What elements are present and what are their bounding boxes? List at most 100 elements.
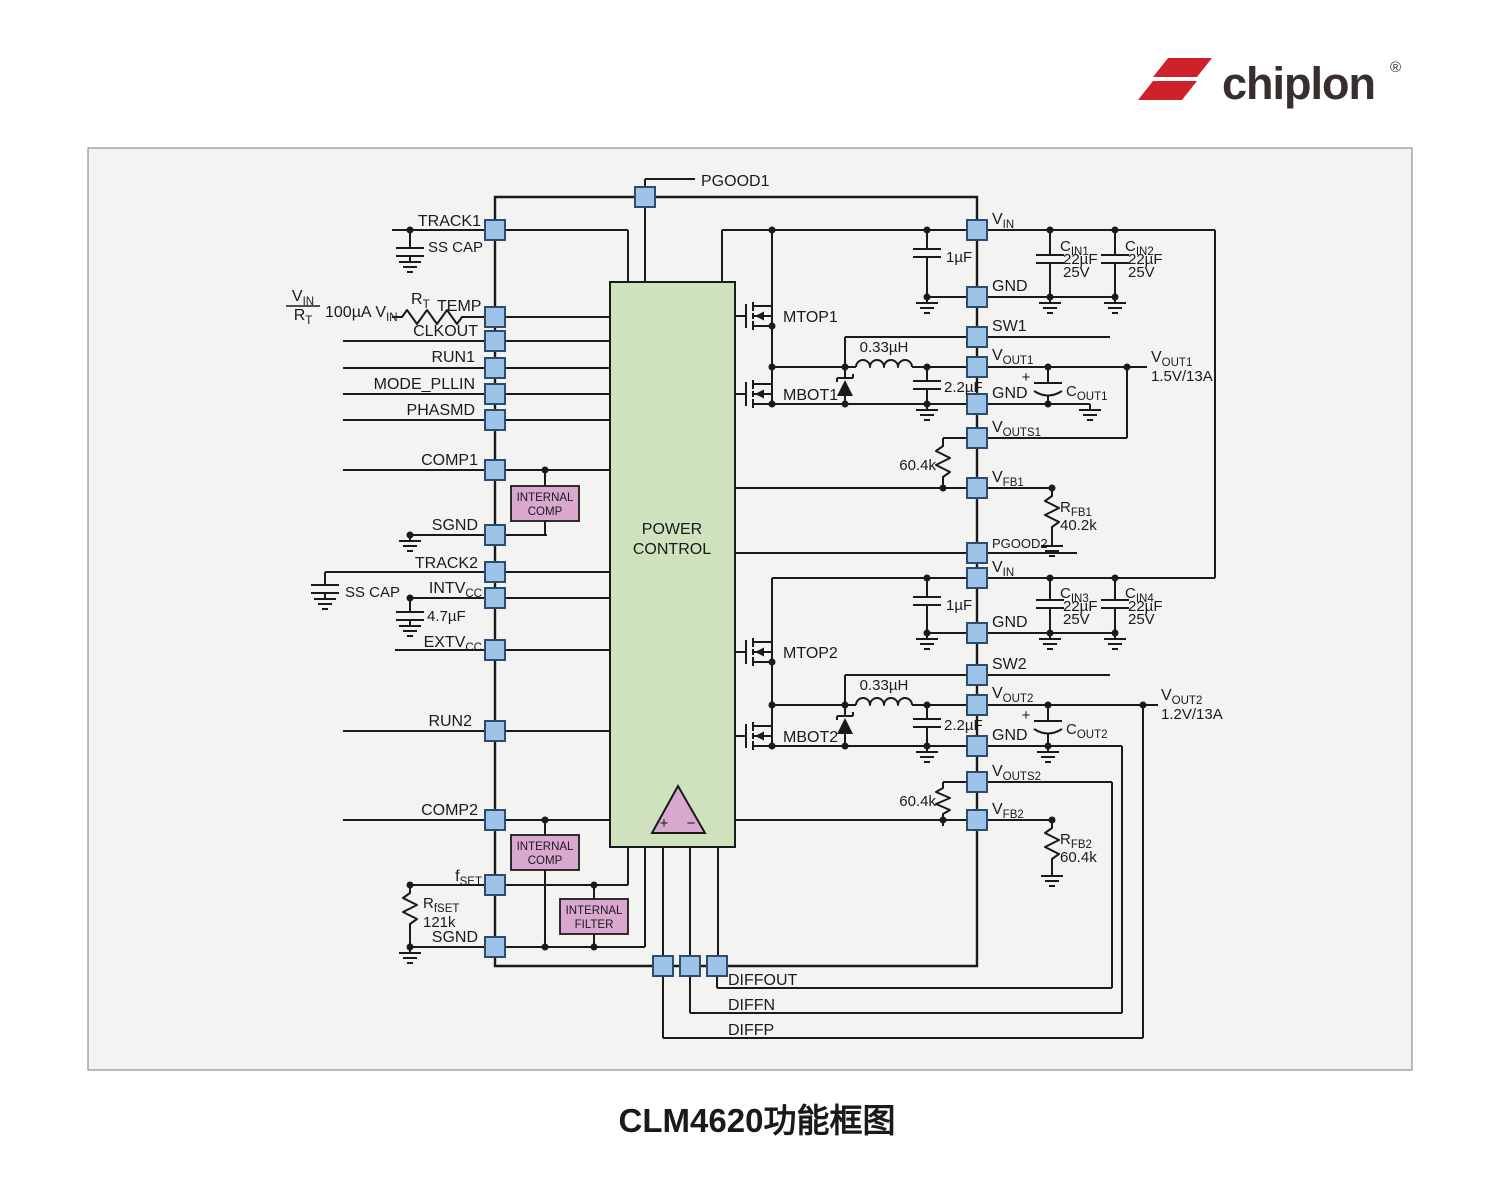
pin-run2 [484,720,506,742]
pin-label-diffout: DIFFOUT [728,972,798,989]
pin-label-pgood1: PGOOD1 [701,173,770,190]
resistors [398,309,1060,947]
pin-label-sw2: SW2 [992,656,1027,673]
fraction-numerator: VIN [292,288,314,308]
pin-run1 [484,357,506,379]
pin-label-sgnd2: SGND [432,929,478,946]
vout2-output-label: VOUT2 [1161,687,1202,707]
pin-comp2 [484,809,506,831]
logo: chiplon ® [1138,58,1401,109]
rfset-label: RfSET [423,895,459,915]
amp-minus-sign: − [687,815,696,832]
pin-label-run1: RUN1 [431,349,475,366]
logo-text: chiplon [1222,58,1375,109]
pin-label-gnd1: GND [992,278,1028,295]
cin3-label: CIN3 [1060,585,1089,605]
pin-label-vin1: VIN [992,211,1014,231]
pin-label-mode-pllin: MODE_PLLIN [374,376,475,393]
cin4-label: CIN4 [1125,585,1154,605]
cin3-voltage: 25V [1063,611,1090,628]
cin1-value: 22µF [1063,251,1098,268]
pin-label-comp1: COMP1 [421,452,478,469]
labels: TRACK1 RT TEMP CLKOUT RUN1 MODE_PLLIN PH… [292,173,1223,1039]
diff-amplifier [650,783,707,834]
cap-1uf-2-label: 1µF [946,597,972,614]
rsense1-label: 60.4k [899,457,936,474]
internal-comp2-line1: INTERNAL [517,841,574,853]
pin-pgood2 [966,542,988,564]
vout1-rating: 1.5V/13A [1151,368,1213,385]
pin-sw1 [966,326,988,348]
pin-label-gnd3: GND [992,614,1028,631]
cin4-voltage: 25V [1128,611,1155,628]
inductor1-coil [855,359,913,368]
pin-vin2 [966,567,988,589]
function-blocks [510,281,736,935]
pin-label-clkout: CLKOUT [413,323,478,340]
internal-comp1-line2: COMP [528,506,563,518]
logo-registered-icon: ® [1390,59,1401,76]
logo-mark-lower [1138,81,1197,100]
power-control-line1: POWER [642,521,702,538]
pin-vout1 [966,356,988,378]
pin-label-vout2: VOUT2 [992,685,1033,705]
cin1-voltage: 25V [1063,264,1090,281]
logo-mark-upper [1153,58,1212,77]
pin-vfb1 [966,477,988,499]
power-control-block [609,281,736,848]
internal-comp2-block [510,834,580,871]
mtop2-label: MTOP2 [783,645,838,662]
pin-sgnd2 [484,936,506,958]
rsense2-label: 60.4k [899,793,936,810]
power-control-line2: CONTROL [633,541,711,558]
diagram-panel [87,147,1413,1071]
pin-label-extvcc: EXTVCC [424,634,482,654]
cap-2u2-1-label: 2.2µF [944,379,983,396]
internal-filter-block [559,898,629,935]
pin-vin1 [966,219,988,241]
pin-label-diffn: DIFFN [728,997,775,1014]
wires-left-rows [325,229,646,948]
rfb1-value: 40.2k [1060,517,1097,534]
pin-label-gnd4: GND [992,727,1028,744]
pin-label-vfb1: VFB1 [992,469,1024,489]
pin-label-pgood2: PGOOD2 [992,536,1048,551]
cout2-plus-sign: + [1022,707,1031,724]
vout2-rating: 1.2V/13A [1161,706,1223,723]
internal-comp1-block [510,485,580,522]
cin4-value: 22µF [1128,598,1163,615]
fraction-denominator: RT [294,307,313,327]
pin-label-diffp: DIFFP [728,1022,774,1039]
rfb2-label: RFB2 [1060,831,1092,851]
pin-label-temp: TEMP [437,298,481,315]
cout1-plus-sign: + [1022,369,1031,386]
pin-diffp [652,955,674,977]
pin-track1 [484,219,506,241]
pin-label-comp2: COMP2 [421,802,478,819]
pin-fset [484,874,506,896]
pin-mode-pllin [484,383,506,405]
amp-plus-sign: + [660,815,669,832]
inductor2-coil [855,697,913,706]
pin-comp1 [484,459,506,481]
pin-sgnd1 [484,524,506,546]
rfb2-value: 60.4k [1060,849,1097,866]
chip-outline [493,195,979,968]
cout1-label: COUT1 [1066,383,1108,403]
cap-4u7-label: 4.7µF [427,608,466,625]
pin-label-vouts2: VOUTS2 [992,763,1041,783]
pin-label-sgnd1: SGND [432,517,478,534]
inductor1-label: 0.33µH [860,339,909,356]
pin-label-fset: fSET [455,868,482,888]
pin-diffout [706,955,728,977]
pin-sw2 [966,664,988,686]
pin-label-sw1: SW1 [992,318,1027,335]
cin2-value: 22µF [1128,251,1163,268]
internal-filter-line1: INTERNAL [566,905,623,917]
internal-filter-line2: FILTER [575,919,614,931]
pin-label-vout1: VOUT1 [992,347,1033,367]
pin-intvcc [484,587,506,609]
